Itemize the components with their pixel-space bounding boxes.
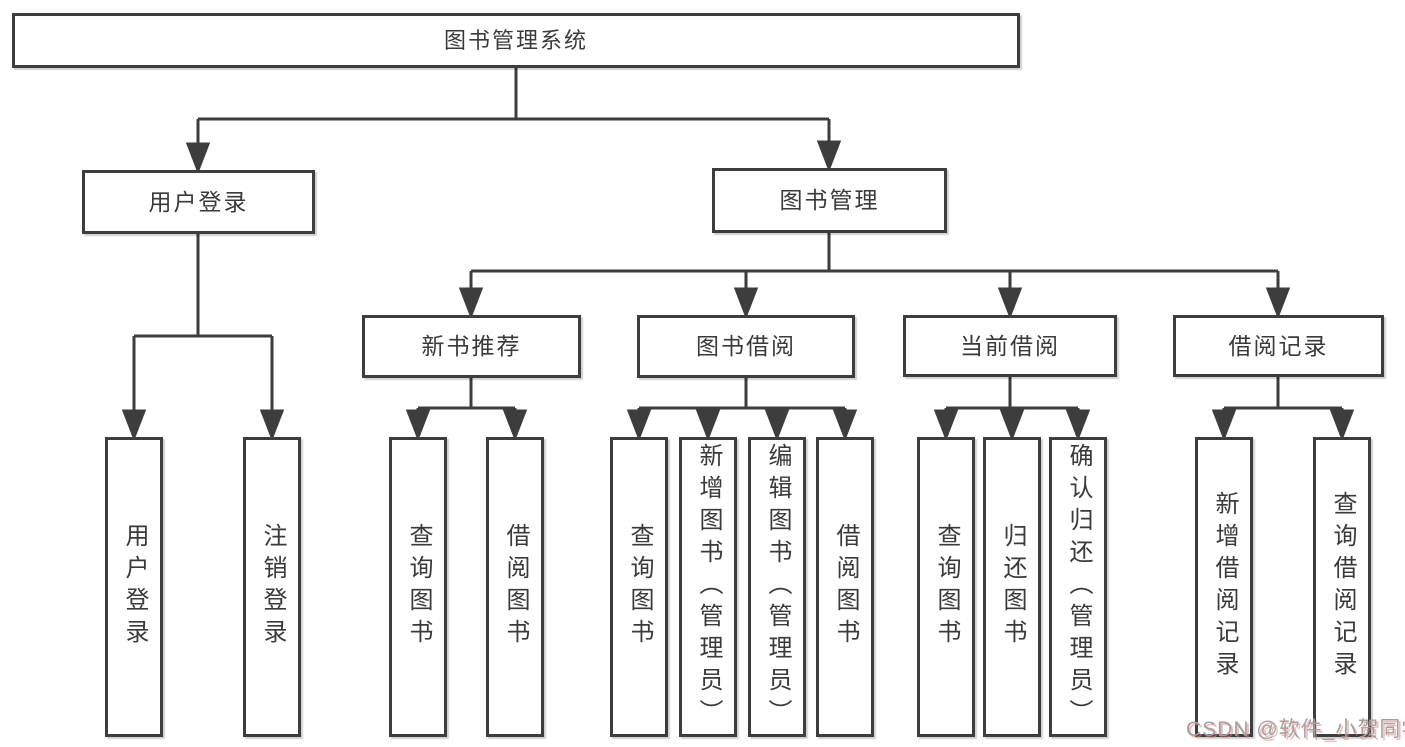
connector-book-borrow-children: [626, 378, 858, 442]
node-label: 新书推荐: [421, 333, 522, 359]
node-label: 注销登录: [259, 523, 286, 651]
node-label: 查询图书: [405, 523, 432, 651]
node-label: 借阅图书: [502, 523, 529, 651]
watermark: CSDN @软件_小贺同学: [1186, 718, 1405, 741]
node-label: 查询借阅记录: [1329, 491, 1356, 683]
leaf-borrow-books: 借阅图书: [816, 437, 874, 737]
node-label: 用户登录: [121, 523, 148, 651]
leaf-user-login: 用户登录: [105, 437, 163, 737]
leaf-query-books-borrow: 查询图书: [610, 437, 668, 737]
node-label: 借阅图书: [832, 523, 859, 651]
connector-new-book-children: [405, 378, 528, 442]
leaf-query-books-recommend: 查询图书: [389, 437, 447, 737]
node-label: 图书借阅: [696, 333, 796, 359]
node-label: 确认归还（管理员）: [1065, 443, 1092, 731]
node-label: 用户登录: [148, 188, 249, 215]
node-current-borrowing: 当前借阅: [903, 315, 1117, 377]
node-label: 查询图书: [933, 523, 960, 651]
leaf-query-borrow-record: 查询借阅记录: [1313, 437, 1371, 737]
node-new-book-recommendation: 新书推荐: [362, 315, 581, 378]
connector-borrow-records-children: [1211, 377, 1355, 442]
node-label: 编辑图书（管理员）: [764, 443, 791, 731]
node-label: 新增借阅记录: [1211, 491, 1238, 683]
leaf-query-books-current: 查询图书: [917, 437, 975, 737]
leaf-return-books: 归还图书: [983, 437, 1041, 737]
node-borrowing-records: 借阅记录: [1173, 315, 1384, 377]
connector-root-to-level2: [185, 68, 842, 175]
connector-book-management-children: [458, 233, 1291, 320]
leaf-add-books-admin: 新增图书（管理员）: [679, 437, 737, 737]
node-label: 借阅记录: [1228, 332, 1329, 359]
node-label: 当前借阅: [960, 332, 1060, 359]
node-library-system: 图书管理系统: [12, 13, 1020, 68]
leaf-edit-books-admin: 编辑图书（管理员）: [748, 437, 806, 737]
leaf-add-borrow-record: 新增借阅记录: [1195, 437, 1253, 737]
node-book-borrowing: 图书借阅: [637, 315, 855, 378]
node-label: 查询图书: [626, 523, 653, 651]
connector-user-login-children: [121, 234, 285, 442]
node-label: 图书管理系统: [443, 27, 588, 53]
connector-current-borrow-children: [933, 377, 1091, 442]
node-label: 图书管理: [779, 187, 880, 213]
node-book-management: 图书管理: [712, 168, 947, 233]
node-label: 新增图书（管理员）: [695, 443, 722, 731]
node-label: 归还图书: [999, 523, 1026, 651]
node-user-login: 用户登录: [82, 170, 315, 234]
leaf-confirm-return-admin: 确认归还（管理员）: [1049, 437, 1107, 737]
leaf-borrow-books-recommend: 借阅图书: [486, 437, 544, 737]
leaf-logout: 注销登录: [243, 437, 301, 737]
